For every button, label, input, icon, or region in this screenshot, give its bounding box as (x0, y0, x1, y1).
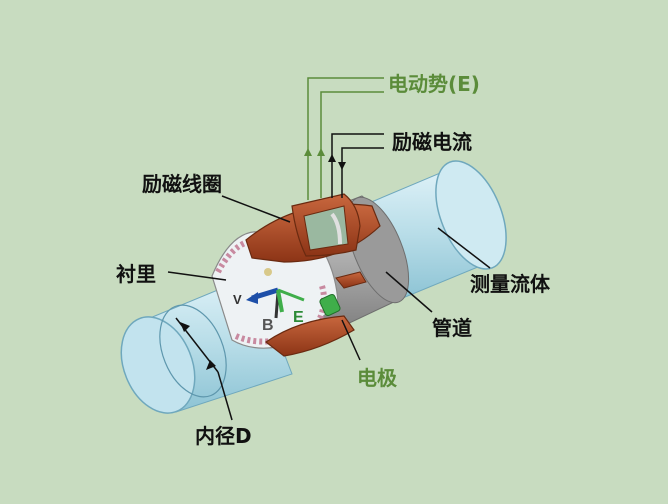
pipe-leader-line (385, 271, 433, 313)
emf-vector-label: E (293, 309, 304, 326)
diameter-label-line (217, 371, 233, 421)
inner-diameter-label: 内径D (195, 424, 252, 448)
fluid-leader-line (437, 227, 491, 269)
emf-leader-lines (304, 77, 384, 200)
pipe-label: 管道 (432, 316, 472, 340)
electrode-leader-line (341, 319, 361, 361)
excitation-coil-label: 励磁线圈 (142, 172, 222, 196)
excitation-coils (245, 193, 381, 357)
label-leader-lines (167, 195, 491, 421)
velocity-label: V (233, 292, 242, 307)
lining-label: 衬里 (116, 262, 156, 286)
measured-fluid-label: 测量流体 (470, 272, 550, 296)
excitation-current-label: 励磁电流 (392, 130, 472, 154)
coil-leader-line (221, 195, 291, 223)
lining-leader-line (167, 271, 227, 281)
current-leader-lines (328, 133, 384, 198)
electrodes (319, 293, 341, 317)
field-vectors (246, 287, 305, 319)
magnetic-field-label: B (262, 317, 274, 334)
electrode-label: 电极 (357, 366, 397, 390)
emf-label: 电动势(E) (388, 72, 480, 96)
